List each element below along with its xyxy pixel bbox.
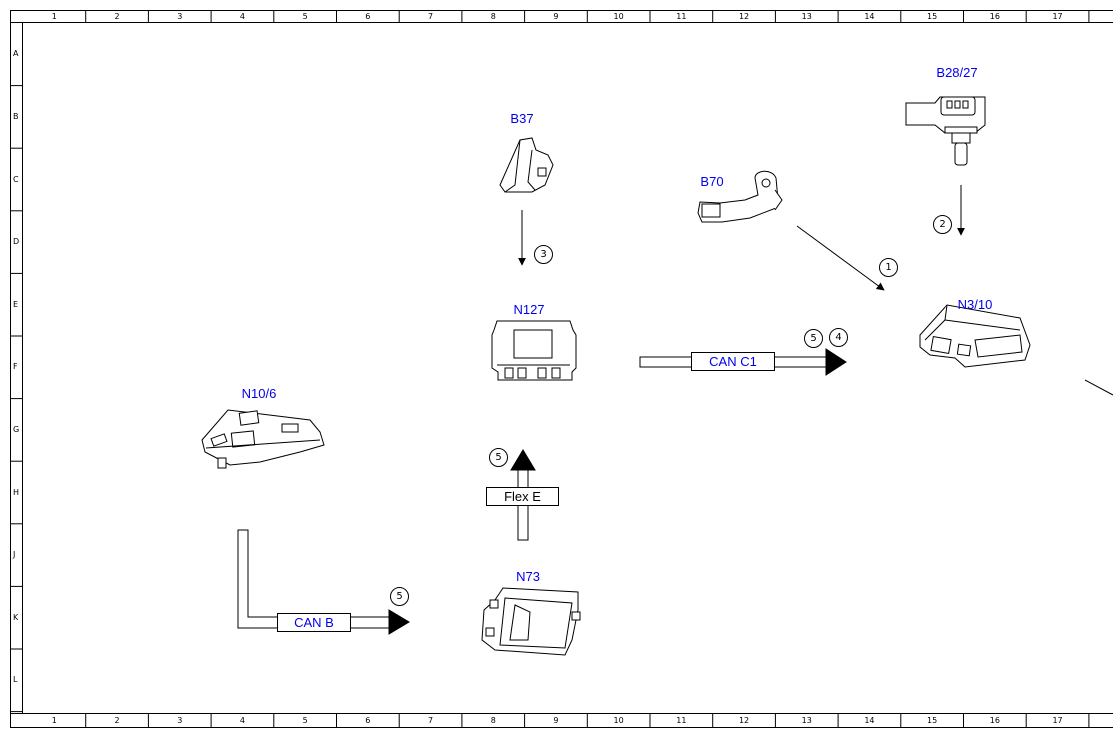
grid-column-label: 1	[51, 12, 57, 21]
grid-column-label: 9	[553, 12, 559, 21]
marker-4: 4	[829, 328, 848, 347]
grid-column-label: 7	[428, 12, 434, 21]
grid-column-label: 5	[302, 12, 308, 21]
label-n3-10: N3/10	[957, 297, 993, 312]
n3-10-ecu-icon	[919, 304, 1031, 368]
grid-row-label: A	[13, 49, 19, 59]
grid-column-label: 8	[490, 716, 496, 725]
can-c1-label: CAN C1	[691, 352, 775, 371]
grid-column-label: 10	[613, 716, 624, 725]
marker-5-flex-e: 5	[489, 448, 508, 467]
b28-27-sensor-icon	[905, 96, 986, 166]
marker-2: 2	[933, 215, 952, 234]
label-b28-27: B28/27	[936, 65, 978, 80]
grid-row-label: F	[13, 362, 18, 372]
grid-column-label: 2	[114, 12, 120, 21]
grid-column-label: 4	[239, 716, 245, 725]
grid-row-label: H	[13, 487, 20, 497]
b70-sensor-icon	[697, 170, 783, 223]
grid-column-label: 6	[365, 716, 371, 725]
can-b-label: CAN B	[277, 613, 351, 632]
grid-column-label: 3	[177, 12, 183, 21]
marker-1: 1	[879, 258, 898, 277]
grid-column-label: 12	[738, 716, 750, 725]
grid-column-label: 16	[989, 12, 1000, 21]
grid-column-label: 17	[1052, 12, 1063, 21]
grid-column-label: 6	[365, 12, 371, 21]
grid-column-label: 10	[613, 12, 624, 21]
label-n10-6: N10/6	[241, 386, 277, 401]
grid-column-label: 2	[114, 716, 120, 725]
grid-row-label: J	[13, 550, 16, 560]
grid-column-label: 11	[676, 12, 687, 21]
grid-column-label: 8	[490, 12, 496, 21]
edge-line-right	[1084, 379, 1113, 396]
n10-6-module-icon	[201, 409, 325, 469]
grid-column-label: 11	[676, 716, 687, 725]
b37-sensor-icon	[499, 137, 554, 193]
grid-column-label: 12	[738, 12, 750, 21]
n127-control-unit-icon	[491, 320, 577, 381]
grid-column-label: 13	[801, 12, 812, 21]
grid-row-label: B	[13, 111, 19, 121]
grid-column-label: 9	[553, 716, 559, 725]
grid-row-label: K	[13, 612, 19, 622]
grid-row-label: C	[13, 174, 19, 184]
grid-column-label: 1	[51, 716, 57, 725]
marker-3: 3	[534, 245, 553, 264]
label-b70: B70	[700, 174, 724, 189]
marker-5-can-c1: 5	[804, 329, 823, 348]
n73-ignition-switch-icon	[481, 587, 581, 656]
grid-column-label: 7	[428, 716, 434, 725]
grid-row-label: L	[13, 675, 18, 685]
label-n127: N127	[513, 302, 545, 317]
grid-column-label: 14	[864, 716, 875, 725]
grid-row-label: G	[13, 424, 20, 434]
can-b-bus-arrow	[237, 529, 410, 635]
label-b37: B37	[510, 111, 534, 126]
grid-column-label: 15	[927, 716, 938, 725]
grid-row-label: D	[13, 237, 20, 247]
grid-row-label: E	[13, 299, 19, 309]
arrow-b70-to-n3-10	[796, 225, 885, 291]
grid-column-label: 16	[989, 716, 1000, 725]
grid-column-label: 3	[177, 716, 183, 725]
grid-column-label: 5	[302, 716, 308, 725]
outer-border	[10, 10, 1113, 728]
grid-column-label: 14	[864, 12, 875, 21]
flex-e-label: Flex E	[486, 487, 559, 506]
grid-column-label: 15	[927, 12, 938, 21]
grid-column-label: 17	[1052, 716, 1063, 725]
marker-5-can-b: 5	[390, 587, 409, 606]
grid-column-label: 4	[239, 12, 245, 21]
label-n73: N73	[516, 569, 540, 584]
grid-column-label: 13	[801, 716, 812, 725]
